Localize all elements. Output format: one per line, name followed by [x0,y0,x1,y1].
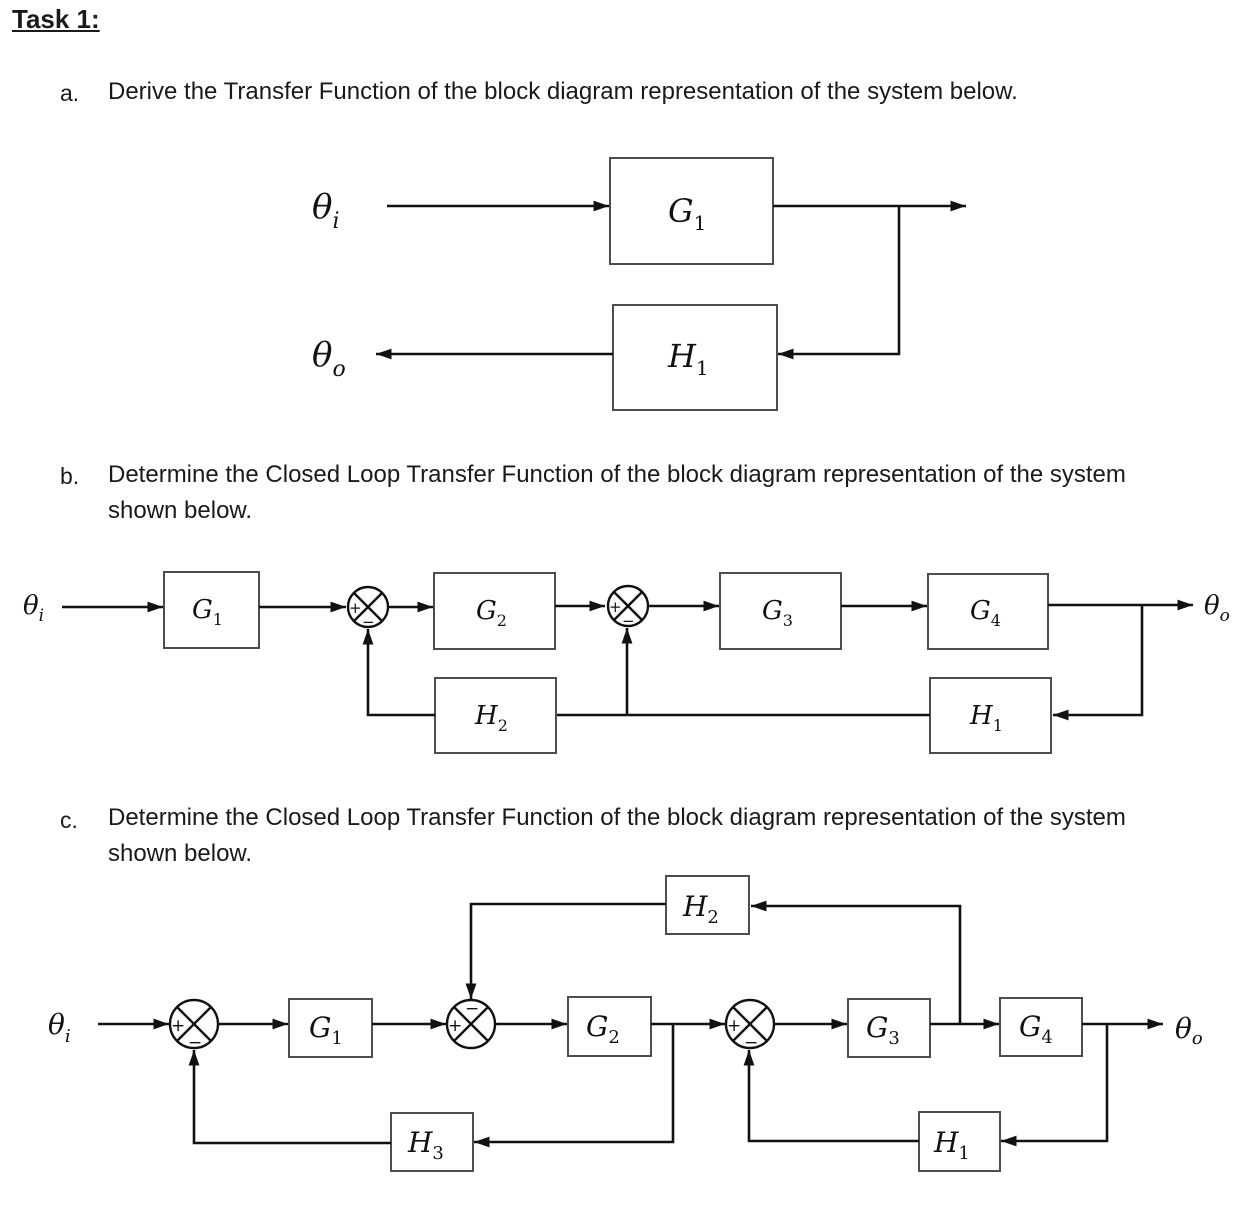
diagram-b-block-h2 [434,677,557,754]
task-a-marker: a. [60,80,80,106]
diagram-c-block-g1 [288,998,373,1058]
task-c-question: Determine the Closed Loop Transfer Funct… [108,804,1126,831]
diagram-c-block-g4-label: G4 [1019,1010,1053,1048]
diagram-b-feedback-to-h1 [1053,605,1144,721]
diagram-c-feedback-to-sum3 [743,1050,919,1143]
task-b-marker: b. [60,463,80,489]
diagram-c-summing-junction-1: + − [168,998,220,1053]
task-b-question: Determine the Closed Loop Transfer Funct… [108,461,1126,488]
diagram-a-block-g1 [609,157,774,265]
diagram-b-block-g3-label: G3 [762,596,793,630]
diagram-c-block-g1-label: G1 [309,1011,343,1049]
diagram-c-feedback-to-sum1 [188,1050,391,1145]
diagram-b-input-label: θi [23,591,44,626]
diagram-c-block-h1-label: H1 [933,1126,970,1164]
task-c-question-cont: shown below. [108,840,253,867]
diagram-c-block-h1 [918,1111,1001,1172]
diagram-b-output-label: θo [1204,591,1230,626]
diagram-c-output-label: θo [1175,1012,1203,1049]
diagram-c: θi θo + − G1 + − G2 [48,875,1203,1172]
diagram-b-block-g2 [433,572,556,650]
task-c-marker: c. [60,807,78,833]
task-a-question: Derive the Transfer Function of the bloc… [108,78,1018,105]
diagram-b-sum2-minus: − [622,612,635,630]
diagram-b-block-g3 [719,572,842,650]
diagram-b-block-g1-label: G1 [192,595,223,629]
diagram-c-block-h3-label: H3 [407,1126,444,1164]
diagram-c-block-g3-label: G3 [866,1011,900,1049]
diagram-c-sum2-plus: + [448,1016,462,1036]
diagram-c-feedback-to-sum2 [465,902,666,999]
diagram-c-block-h2-label: H2 [682,890,719,928]
task-b-question-cont: shown below. [108,497,253,524]
diagram-a-block-h1-label: H1 [667,337,709,380]
diagram-b-block-h2-label: H2 [474,701,508,735]
diagram-c-sum3-minus: − [744,1033,758,1053]
diagram-c-path-to-h1 [1001,1024,1109,1147]
diagram-c-block-g2-label: G2 [586,1010,620,1048]
diagram-c-input-label: θi [48,1008,71,1047]
diagram-a-block-g1-label: G1 [668,192,706,235]
diagram-a-input-label: θi [312,187,340,234]
diagram-a: θi θo G1 H1 [312,157,966,411]
diagram-b-block-g4-label: G4 [970,596,1001,630]
task-title: Task 1: [12,4,100,34]
diagram-a-block-h1 [612,304,778,411]
diagram-c-sum1-minus: − [188,1033,202,1053]
diagram-b-block-h1-label: H1 [969,701,1003,735]
diagram-b-sum1-minus: − [362,613,375,631]
diagram-b-summing-junction-2: + − [606,584,650,630]
diagram-c-sum3-plus: + [727,1016,741,1036]
diagram-a-output-label: θo [312,335,346,382]
diagram-b-block-g2-label: G2 [476,596,507,630]
diagram-c-block-g3 [847,998,931,1058]
diagram-a-feedback-path [778,206,901,360]
diagram-c-block-g2 [567,996,652,1057]
diagram-c-path-to-h2 [751,900,962,1024]
diagram-b: θi θo G1 + − G2 + − [23,571,1230,754]
diagram-c-block-h2 [665,875,750,935]
diagram-c-summing-junction-3: + − [724,998,776,1053]
diagram-c-summing-junction-2: + − [445,998,497,1050]
diagram-b-feedback-to-sum1 [362,629,435,717]
diagram-c-path-to-h3 [474,1024,675,1148]
diagram-b-block-g1 [163,571,260,649]
diagram-c-sum2-minus: − [465,999,479,1019]
diagram-b-block-g4 [927,573,1049,650]
diagram-c-block-h3 [390,1112,474,1172]
diagram-b-sum1-plus: + [349,599,362,617]
diagram-c-block-g4 [999,997,1083,1057]
diagram-c-sum1-plus: + [171,1016,185,1036]
diagram-b-sum2-plus: + [609,598,622,616]
diagram-b-summing-junction-1: + − [346,585,390,631]
diagram-b-block-h1 [929,677,1052,754]
